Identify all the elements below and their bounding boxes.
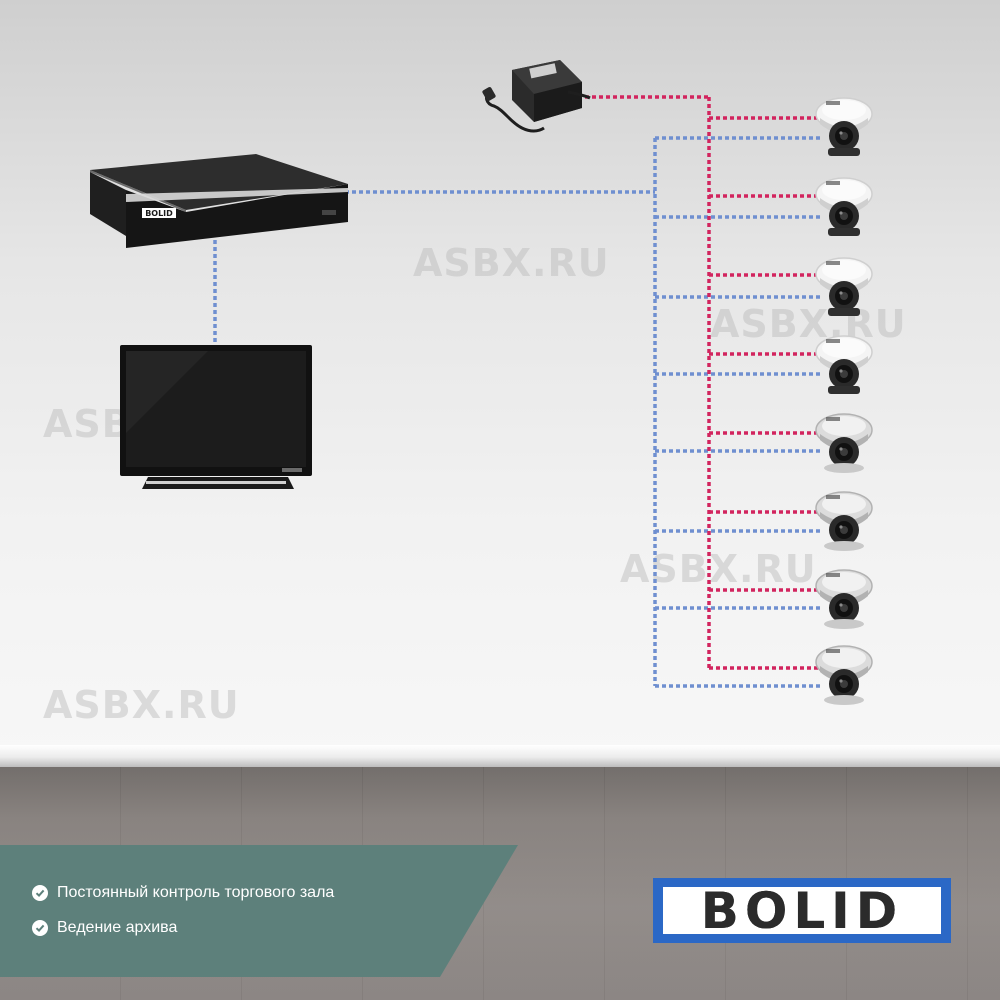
watermark: ASBX.RU	[43, 683, 240, 727]
dome-camera-icon	[815, 413, 873, 473]
check-icon	[32, 920, 48, 936]
dome-camera-icon	[815, 491, 873, 551]
dome-camera-icon	[815, 257, 873, 316]
dome-camera-icon	[815, 177, 873, 236]
video-recorder-icon: BOLID	[90, 154, 348, 248]
dome-camera-icon	[815, 569, 873, 629]
watermark: ASBX.RU	[710, 302, 907, 346]
dome-camera-icon	[815, 97, 873, 156]
power-supply-icon	[482, 60, 591, 133]
feature-text: Постоянный контроль торгового зала	[57, 884, 335, 901]
watermark: ASBX.RU	[620, 547, 817, 591]
dome-camera-icon	[815, 645, 873, 705]
feature-item: Постоянный контроль торгового зала	[32, 884, 334, 902]
logo-text: BOLID	[700, 881, 904, 940]
feature-banner	[0, 845, 518, 977]
monitor-icon	[120, 345, 312, 489]
dome-camera-icon	[815, 335, 873, 394]
check-icon	[32, 885, 48, 901]
baseboard	[0, 745, 1000, 767]
watermark: ASBX.RU	[413, 241, 610, 285]
bolid-logo: BOLID	[653, 878, 951, 943]
feature-item: Ведение архива	[32, 919, 177, 937]
recorder-brand-label: BOLID	[145, 209, 173, 218]
feature-text: Ведение архива	[57, 919, 178, 936]
